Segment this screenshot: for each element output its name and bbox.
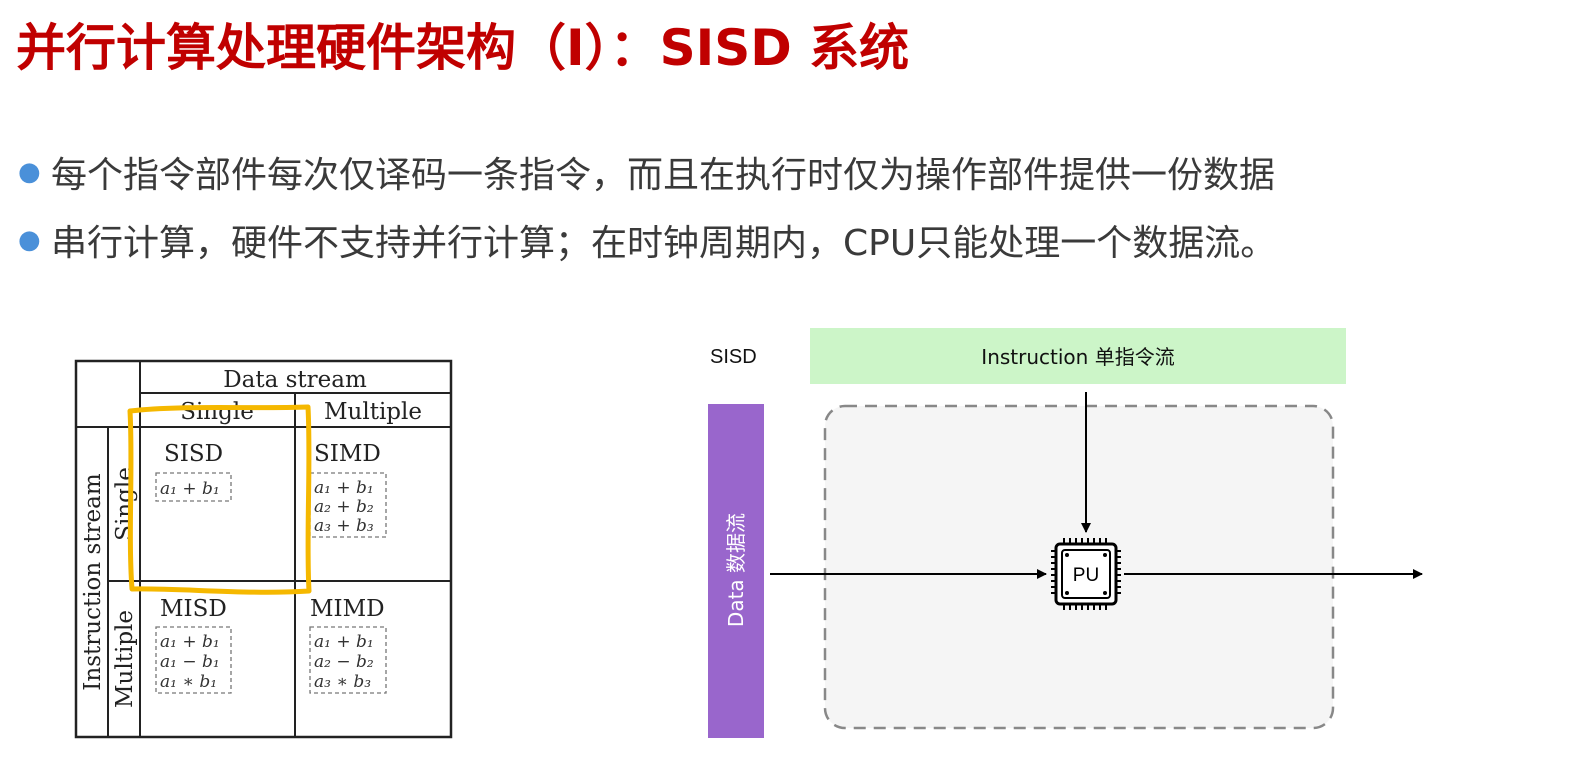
page-title: 并行计算处理硬件架构（I）：SISD 系统 [16, 19, 910, 77]
bullet-item: ● 每个指令部件每次仅译码一条指令，而且在执行时仅为操作部件提供一份数据 [18, 138, 1276, 206]
simd-op: a₂ + b₂ [314, 497, 374, 517]
data-stream-label: Data 数据流 [724, 513, 748, 627]
misd-op: a₁ ∗ b₁ [160, 672, 217, 692]
bullet-dot-icon: ● [18, 225, 41, 255]
simd-cell-label: SIMD [314, 441, 381, 467]
single-row-header: Single [112, 467, 138, 541]
bullet-text: 串行计算，硬件不支持并行计算；在时钟周期内，CPU只能处理一个数据流。 [51, 223, 1277, 264]
multiple-column-header: Multiple [324, 399, 422, 425]
data-stream-bar [708, 404, 764, 738]
mimd-op: a₂ − b₂ [314, 652, 374, 672]
bullet-text: 每个指令部件每次仅译码一条指令，而且在执行时仅为操作部件提供一份数据 [51, 155, 1276, 196]
pu-label: PU [1073, 565, 1099, 586]
sisd-cell-label: SISD [164, 441, 223, 467]
sisd-op: a₁ + b₁ [160, 479, 220, 499]
instruction-stream-header: Instruction stream [80, 473, 106, 691]
instruction-stream-label: Instruction 单指令流 [981, 345, 1174, 369]
simd-op: a₁ + b₁ [314, 478, 374, 498]
bullet-dot-icon: ● [18, 157, 41, 187]
sisd-diagram: SISD Instruction 单指令流 Data 数据流 PU [708, 328, 1423, 738]
bullet-item: ● 串行计算，硬件不支持并行计算；在时钟周期内，CPU只能处理一个数据流。 [18, 206, 1276, 274]
misd-cell-label: MISD [160, 596, 227, 622]
mimd-op: a₁ + b₁ [314, 632, 374, 652]
instruction-stream-bar [810, 328, 1346, 384]
misd-op: a₁ + b₁ [160, 632, 220, 652]
mimd-op: a₃ ∗ b₃ [314, 672, 371, 692]
flynn-taxonomy-table: Data stream Single Multiple Instruction … [74, 359, 453, 739]
pu-chip-icon [1051, 538, 1121, 610]
misd-op: a₁ − b₁ [160, 652, 220, 672]
bullet-list: ● 每个指令部件每次仅译码一条指令，而且在执行时仅为操作部件提供一份数据 ● 串… [18, 138, 1276, 274]
simd-op: a₃ + b₃ [314, 516, 374, 536]
sisd-highlight-outline [127, 404, 312, 595]
sisd-label: SISD [710, 346, 757, 368]
data-stream-header: Data stream [223, 367, 367, 393]
multiple-row-header: Multiple [112, 610, 138, 708]
single-column-header: Single [180, 399, 254, 425]
mimd-cell-label: MIMD [310, 596, 385, 622]
